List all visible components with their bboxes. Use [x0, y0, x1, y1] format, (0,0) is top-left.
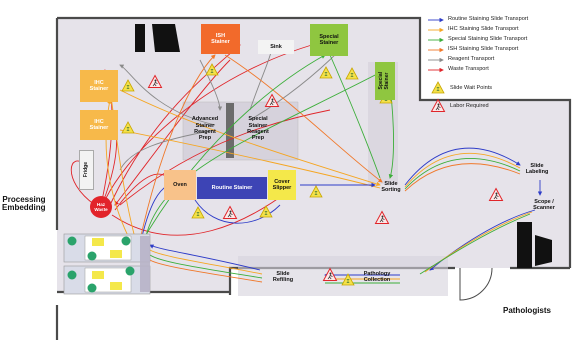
legend-routine: Routine Staining Slide Transport — [448, 16, 529, 22]
legend-labor-required: Labor Required — [450, 103, 489, 109]
special-stainer-top: Special Stainer — [310, 24, 348, 56]
ish-stainer: ISH Stainer — [201, 24, 240, 54]
legend-wait-icon — [431, 81, 445, 94]
prep-room-divider — [226, 103, 234, 158]
pathologists-label: Pathologists — [502, 305, 551, 315]
wall-feature-1 — [135, 24, 145, 52]
ihc-stainer-2: IHC Stainer — [80, 110, 118, 140]
legend-lines — [428, 17, 444, 73]
floor-area — [57, 18, 570, 292]
slide-labeling: Slide Labeling — [525, 162, 549, 175]
special-stainer-reagent-prep: Special Stainer Reagent Prep — [247, 116, 269, 142]
sink: Sink — [258, 40, 294, 54]
legend-ihc: IHC Staining Slide Transport — [448, 26, 519, 32]
processing-embedding-label: Processing Embedding — [2, 194, 46, 212]
slide-sorting: Slide Sorting — [381, 180, 401, 193]
haz-waste: Haz Waste — [90, 196, 112, 218]
door-arc — [459, 267, 493, 301]
wall-feature-4 — [535, 235, 552, 266]
scope-scanner: Scope / Scanner — [533, 198, 555, 211]
legend-waste: Waste Transport — [448, 66, 489, 72]
ihc-stainer-1: IHC Stainer — [80, 70, 118, 102]
legend-special: Special Staining Slide Transport — [448, 36, 528, 42]
special-stainer-right: Special Stainer — [375, 62, 395, 100]
wall-top-right — [57, 16, 572, 268]
advanced-stainer-reagent-prep: Advanced Stainer Reagent Prep — [191, 116, 219, 142]
wall-feature-3 — [517, 222, 532, 268]
legend-wait-points: Slide Wait Points — [450, 85, 493, 91]
routine-stainer: Routine Stainer — [197, 177, 267, 199]
cover-slipper: Cover Slipper — [268, 170, 296, 200]
oven: Oven — [164, 170, 196, 200]
fridge: Fridge — [79, 150, 94, 190]
slide-refiling: Slide Refiling — [272, 270, 294, 283]
legend-ish: ISH Staining Slide Transport — [448, 46, 519, 52]
pathology-collection: Pathology Collection — [363, 270, 391, 283]
wall-feature-2 — [152, 24, 180, 52]
legend-reagent: Reagent Transport — [448, 56, 495, 62]
